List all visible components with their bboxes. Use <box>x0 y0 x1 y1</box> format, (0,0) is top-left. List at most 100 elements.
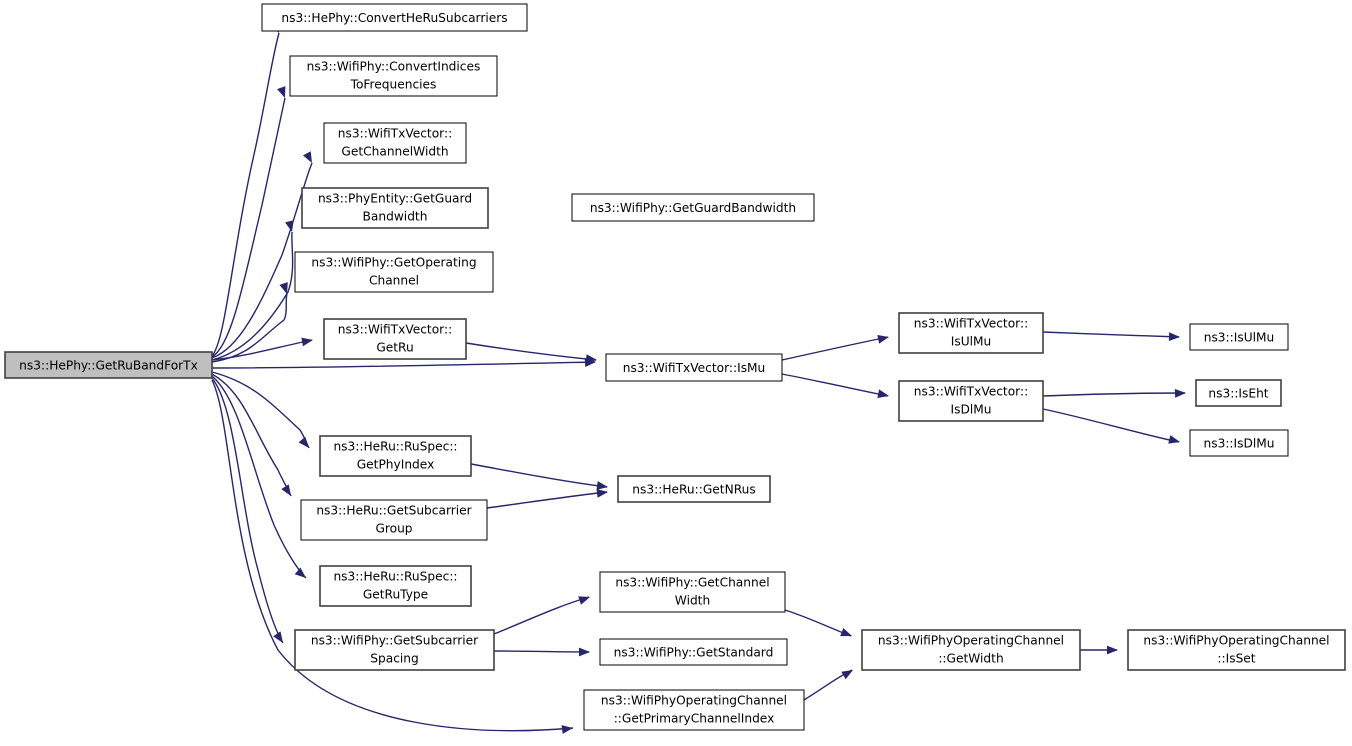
node-label-line2: Width <box>675 594 710 608</box>
call-edge-n0-to-n3 <box>211 162 313 359</box>
graph-node-n1[interactable]: ns3::HePhy::ConvertHeRuSubcarriers <box>261 3 528 32</box>
graph-node-n15[interactable]: ns3::HeRu::GetNRus <box>617 475 771 503</box>
call-edge-n18-to-n20 <box>493 650 590 653</box>
node-label-line2: IsUlMu <box>951 335 992 349</box>
node-box[interactable] <box>599 638 788 666</box>
arrowhead-a11 <box>1174 388 1186 398</box>
arrowhead-a14 <box>281 484 291 496</box>
graph-node-n21[interactable]: ns3::WifiPhyOperatingChannel::GetPrimary… <box>583 689 805 731</box>
node-label-line1: ns3::WifiTxVector::IsMu <box>623 361 766 375</box>
node-box[interactable] <box>319 435 472 477</box>
node-label-line1: ns3::IsEht <box>1208 387 1268 401</box>
node-box[interactable] <box>1189 323 1289 351</box>
arrowhead-a1 <box>277 86 286 98</box>
node-box[interactable] <box>301 187 489 229</box>
node-label-line1: ns3::WifiTxVector:: <box>338 127 452 141</box>
graph-node-n13[interactable]: ns3::IsDlMu <box>1189 429 1289 457</box>
node-label-line1: ns3::WifiPhyOperatingChannel <box>878 634 1064 648</box>
arrowhead-a15 <box>596 481 608 490</box>
node-label-line2: GetRu <box>376 341 413 355</box>
node-box[interactable] <box>294 251 494 293</box>
node-box[interactable] <box>861 629 1081 671</box>
node-label-line1: ns3::IsUlMu <box>1204 331 1275 345</box>
graph-node-n10[interactable]: ns3::WifiTxVector::IsDlMu <box>898 380 1044 422</box>
arrowhead-a12 <box>1168 435 1180 444</box>
node-label-line2: Channel <box>369 274 419 288</box>
node-label-line2: IsDlMu <box>951 403 992 417</box>
node-box[interactable] <box>583 689 805 731</box>
node-label-line2: ToFrequencies <box>350 78 437 92</box>
call-edge-n0-to-n6 <box>211 293 288 363</box>
arrowhead-a4 <box>279 282 288 294</box>
arrowheads-layer <box>269 21 1186 734</box>
graph-node-n9[interactable]: ns3::WifiTxVector::IsUlMu <box>898 312 1044 354</box>
arrowhead-a18 <box>273 631 283 643</box>
graph-node-n8[interactable]: ns3::WifiTxVector::IsMu <box>605 353 783 382</box>
arrowhead-a7 <box>585 354 597 364</box>
call-edge-n8-to-n10 <box>781 373 889 397</box>
node-box[interactable] <box>571 193 815 222</box>
arrowhead-a3 <box>285 220 294 232</box>
node-label-line2: ::GetWidth <box>938 652 1003 666</box>
node-box[interactable] <box>1127 629 1346 671</box>
graph-node-n2[interactable]: ns3::WifiPhy::ConvertIndicesToFrequencie… <box>289 55 498 97</box>
node-label-line1: ns3::HePhy::ConvertHeRuSubcarriers <box>281 11 507 25</box>
node-label-line1: ns3::WifiPhyOperatingChannel <box>601 694 787 708</box>
node-box[interactable] <box>289 55 498 97</box>
call-edge-n14-to-n15 <box>470 463 608 488</box>
node-label-line1: ns3::IsDlMu <box>1204 437 1275 451</box>
node-label-line1: ns3::HeRu::GetSubcarrier <box>316 504 472 518</box>
arrowhead-a19 <box>578 596 590 605</box>
node-label-line2: Group <box>375 522 412 536</box>
call-edge-n8-to-n9 <box>781 336 889 361</box>
node-box[interactable] <box>599 571 786 613</box>
graph-node-n19[interactable]: ns3::WifiPhy::GetChannelWidth <box>599 571 786 613</box>
node-box[interactable] <box>617 475 771 503</box>
call-edge-n0-to-n16 <box>211 373 292 497</box>
arrowhead-a21 <box>561 725 573 734</box>
node-box[interactable] <box>319 565 472 607</box>
node-label-line2: GetPhyIndex <box>357 458 435 472</box>
node-box[interactable] <box>323 318 467 360</box>
node-box[interactable] <box>4 351 213 379</box>
node-box[interactable] <box>323 122 467 164</box>
graph-node-n5[interactable]: ns3::WifiPhy::GetGuardBandwidth <box>571 193 815 222</box>
node-box[interactable] <box>261 3 528 32</box>
call-edge-n0-to-n18 <box>211 377 284 644</box>
node-box[interactable] <box>605 353 783 382</box>
graph-node-n0[interactable]: ns3::HePhy::GetRuBandForTx <box>4 351 213 379</box>
arrowhead-a17 <box>294 567 306 578</box>
call-edge-n10-to-n13 <box>1042 408 1180 443</box>
graph-node-n20[interactable]: ns3::WifiPhy::GetStandard <box>599 638 788 666</box>
node-label-line1: ns3::WifiPhy::GetOperating <box>311 256 476 270</box>
node-label-line1: ns3::WifiPhy::GetChannel <box>615 576 769 590</box>
call-edge-n9-to-n11 <box>1042 331 1180 338</box>
node-box[interactable] <box>898 380 1044 422</box>
node-label-line1: ns3::WifiPhy::GetStandard <box>614 646 774 660</box>
node-box[interactable] <box>1195 379 1282 407</box>
graph-node-n12[interactable]: ns3::IsEht <box>1195 379 1282 407</box>
node-box[interactable] <box>300 499 488 541</box>
graph-node-n4[interactable]: ns3::PhyEntity::GetGuardBandwidth <box>301 187 489 229</box>
call-edge-n10-to-n12 <box>1042 392 1186 397</box>
graph-node-n3[interactable]: ns3::WifiTxVector::GetChannelWidth <box>323 122 467 164</box>
node-label-line1: ns3::WifiPhy::GetSubcarrier <box>311 634 479 648</box>
node-box[interactable] <box>1189 429 1289 457</box>
graph-node-n17[interactable]: ns3::HeRu::RuSpec::GetRuType <box>319 565 472 607</box>
graph-node-n22[interactable]: ns3::WifiPhyOperatingChannel::GetWidth <box>861 629 1081 671</box>
arrowhead-a24 <box>1107 645 1118 655</box>
arrowhead-a9 <box>877 389 889 399</box>
call-edge-n7-to-n8 <box>465 342 597 361</box>
graph-node-n7[interactable]: ns3::WifiTxVector::GetRu <box>323 318 467 360</box>
node-box[interactable] <box>898 312 1044 354</box>
graph-node-n11[interactable]: ns3::IsUlMu <box>1189 323 1289 351</box>
arrowhead-a20 <box>579 647 590 657</box>
node-label-line1: ns3::WifiTxVector:: <box>914 317 1028 331</box>
graph-node-n23[interactable]: ns3::WifiPhyOperatingChannel::IsSet <box>1127 629 1346 671</box>
graph-node-n14[interactable]: ns3::HeRu::RuSpec::GetPhyIndex <box>319 435 472 477</box>
node-box[interactable] <box>294 629 495 671</box>
